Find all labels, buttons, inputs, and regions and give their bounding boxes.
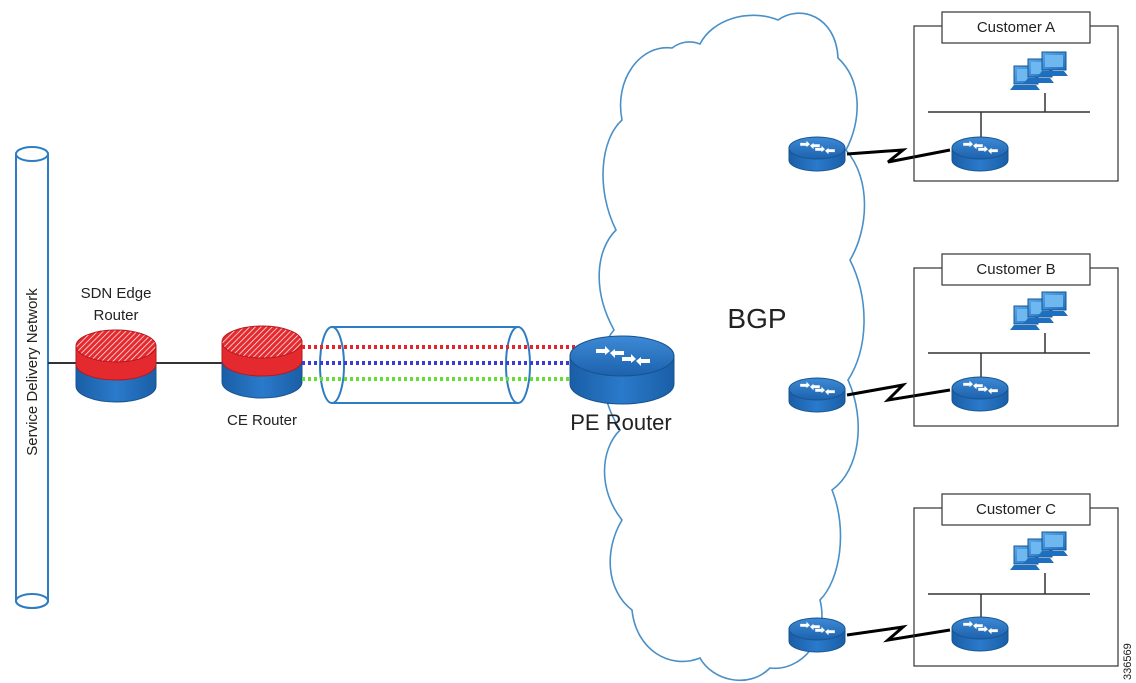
ce-router: [221, 325, 303, 399]
bgp-label: BGP: [727, 303, 786, 334]
customer-site-b: [913, 253, 1119, 427]
customer-c-router: [952, 617, 1008, 651]
sdn-edge-router-label-line1: SDN Edge: [81, 285, 152, 302]
service-delivery-network-pipe: [15, 146, 49, 609]
figure-id: 336569: [1122, 643, 1134, 680]
edge-router-a: [789, 137, 845, 171]
customer-a-router: [952, 137, 1008, 171]
sdn-edge-router-label-line2: Router: [93, 307, 138, 324]
bgp-cloud: [598, 12, 866, 682]
pe-router: [569, 335, 675, 405]
edge-router-b: [789, 378, 845, 412]
customer-a-label: Customer A: [977, 19, 1055, 36]
customer-site-c: [913, 493, 1119, 667]
service-delivery-network-label: Service Delivery Network: [24, 288, 41, 456]
pc-icon: [1009, 51, 1069, 91]
pc-icon: [1009, 291, 1069, 331]
customer-site-a: [913, 11, 1119, 182]
sdn-edge-router: [75, 329, 157, 403]
edge-router-c: [789, 618, 845, 652]
ce-router-label: CE Router: [227, 412, 297, 429]
serial-link-a: [846, 148, 951, 164]
customer-b-router: [952, 377, 1008, 411]
pe-router-label: PE Router: [570, 410, 672, 435]
tunnel-lines: [302, 345, 578, 381]
customer-c-label: Customer C: [976, 501, 1056, 518]
serial-link-b: [846, 382, 951, 403]
customer-b-label: Customer B: [976, 261, 1055, 278]
serial-link-c: [846, 624, 951, 643]
pc-icon: [1009, 531, 1069, 571]
